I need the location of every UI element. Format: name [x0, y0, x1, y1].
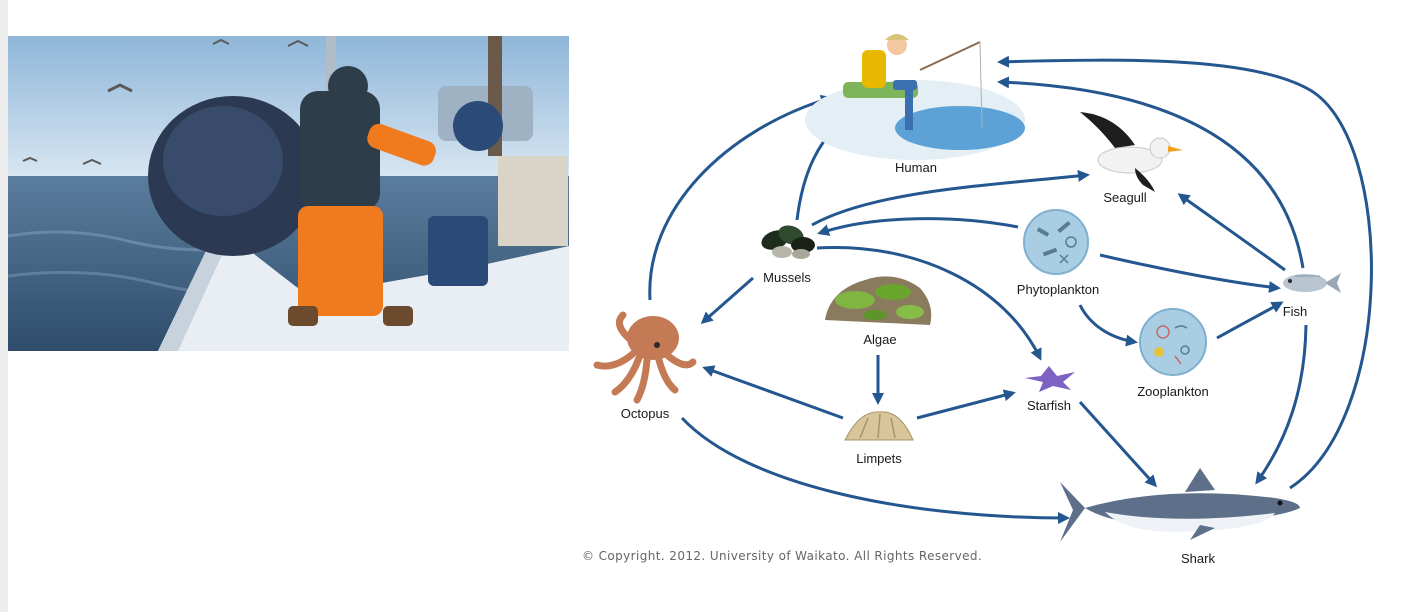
- arrow-limpets-to-octopus: [702, 365, 844, 420]
- fisherman-icon: [805, 34, 1025, 160]
- node-label-algae: Algae: [863, 332, 896, 347]
- node-label-limpets: Limpets: [856, 451, 902, 466]
- shark-icon: [1060, 468, 1300, 542]
- arrow-phytoplankton-to-zooplankton: [1078, 304, 1138, 347]
- node-label-seagull: Seagull: [1103, 190, 1146, 205]
- node-label-fish: Fish: [1283, 304, 1308, 319]
- fisherman-hauling-net-icon: [8, 36, 569, 351]
- node-label-shark: Shark: [1181, 551, 1215, 566]
- arrow-octopus-to-human: [648, 94, 833, 301]
- arrow-fish-to-human: [997, 76, 1305, 269]
- octopus-icon: [593, 311, 697, 404]
- seagull-icon: [1080, 112, 1183, 192]
- copyright-notice: © Copyright. 2012. University of Waikato…: [582, 549, 983, 563]
- arrow-zooplankton-to-fish: [1216, 301, 1284, 340]
- zooplankton-icon: [1139, 308, 1207, 376]
- node-label-human: Human: [895, 160, 937, 175]
- page-edge: [0, 0, 8, 612]
- arrow-starfish-to-shark: [1078, 400, 1158, 488]
- arrow-fish-to-seagull: [1177, 193, 1286, 272]
- food-web-diagram: Human Seagull Mussels Phytop: [575, 20, 1395, 580]
- food-web-svg: Human Seagull Mussels Phytop: [593, 34, 1373, 566]
- node-label-zooplankton: Zooplankton: [1137, 384, 1209, 399]
- mussels-icon: [761, 225, 815, 259]
- arrow-mussels-to-seagull: [811, 170, 1090, 227]
- starfish-icon: [1025, 366, 1075, 392]
- fisherman-photo: [8, 36, 569, 351]
- algae-rock-icon: [825, 276, 932, 325]
- node-label-octopus: Octopus: [621, 406, 670, 421]
- arrow-octopus-to-shark: [680, 416, 1070, 524]
- arrow-phytoplankton-to-mussels: [817, 217, 1019, 236]
- node-label-phytoplankton: Phytoplankton: [1017, 282, 1099, 297]
- arrow-mussels-to-starfish: [816, 245, 1042, 361]
- arrow-phytoplankton-to-fish: [1099, 253, 1281, 293]
- arrow-limpets-to-starfish: [916, 389, 1016, 420]
- arrow-shark-to-human: [997, 55, 1373, 490]
- limpet-icon: [844, 411, 914, 441]
- arrow-mussels-to-octopus: [700, 276, 754, 324]
- node-label-mussels: Mussels: [763, 270, 811, 285]
- node-label-starfish: Starfish: [1027, 398, 1071, 413]
- arrow-fish-to-shark: [1255, 324, 1308, 485]
- fish-icon: [1283, 273, 1341, 293]
- phytoplankton-icon: [1023, 209, 1089, 275]
